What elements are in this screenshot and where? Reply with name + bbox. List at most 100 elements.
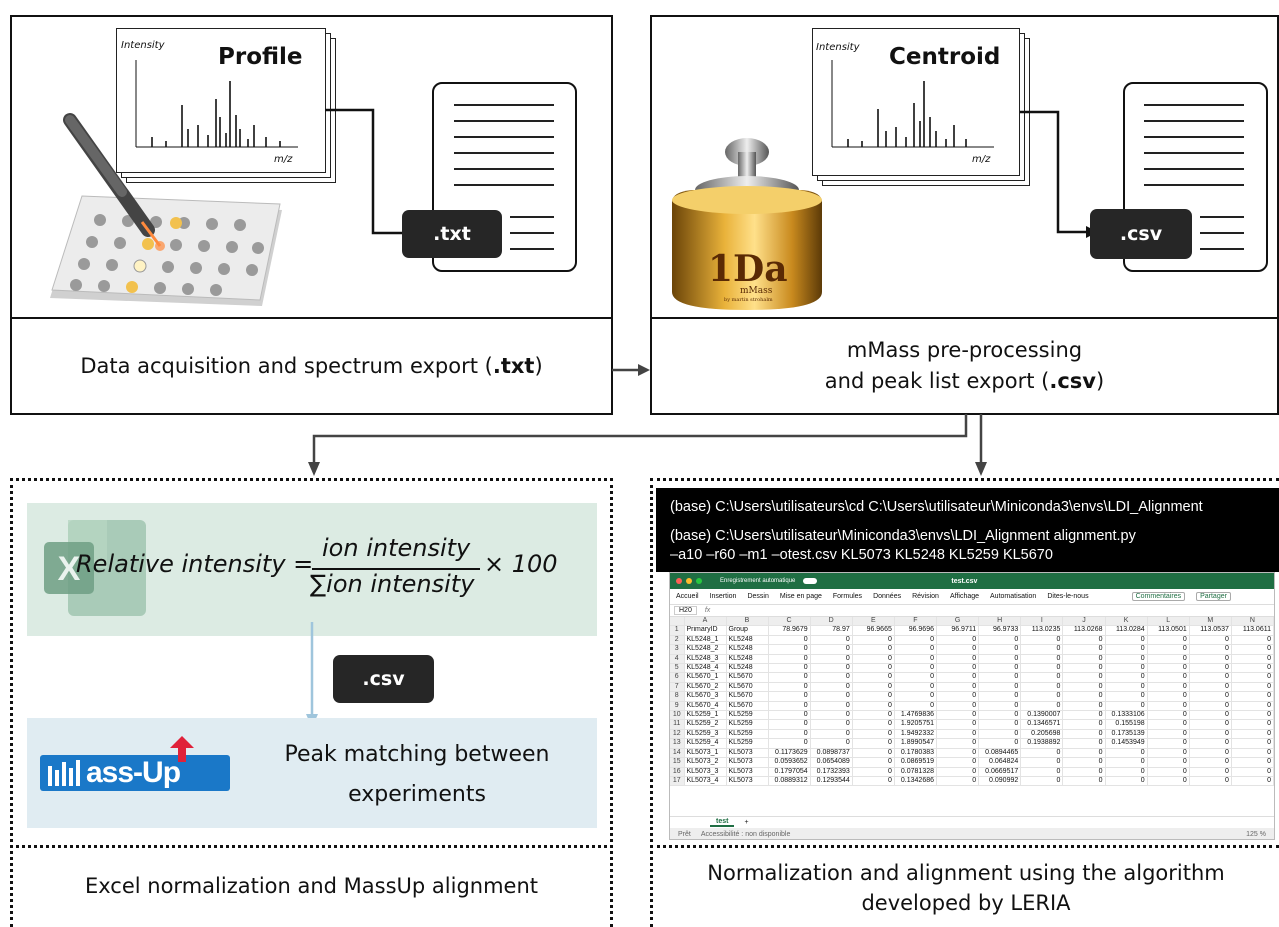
table-cell[interactable]: 0 — [768, 635, 811, 646]
table-cell[interactable]: 0.0898737 — [810, 748, 853, 759]
table-cell[interactable]: 0 — [1231, 663, 1274, 674]
table-cell[interactable]: 0 — [894, 635, 938, 646]
table-cell[interactable]: 0 — [1189, 719, 1232, 730]
row-number[interactable]: 7 — [670, 682, 685, 693]
table-cell[interactable]: 0 — [1105, 757, 1148, 768]
table-cell[interactable]: 1.4769836 — [894, 710, 938, 721]
table-cell[interactable]: 1.9492332 — [894, 729, 938, 740]
table-cell[interactable]: 0 — [936, 644, 980, 655]
column-header[interactable]: L — [1147, 617, 1190, 627]
menu-item[interactable]: Révision — [912, 593, 939, 600]
column-header[interactable]: G — [936, 617, 980, 627]
table-cell[interactable]: 0.1293544 — [810, 776, 853, 787]
table-cell[interactable]: KL5259_2 — [684, 719, 727, 730]
table-cell[interactable]: 0.1173629 — [768, 748, 811, 759]
table-cell[interactable]: KL5670 — [726, 672, 769, 683]
table-cell[interactable]: 0.0894465 — [978, 748, 1022, 759]
row-number[interactable]: 11 — [670, 719, 685, 730]
row-number[interactable]: 9 — [670, 701, 685, 712]
table-cell[interactable]: KL5073 — [726, 757, 769, 768]
table-cell[interactable]: PrimaryID — [684, 625, 727, 636]
table-cell[interactable]: 0 — [936, 757, 980, 768]
table-cell[interactable]: 0 — [936, 682, 980, 693]
table-cell[interactable]: 0 — [936, 738, 980, 749]
menu-item[interactable]: Automatisation — [990, 593, 1037, 600]
table-cell[interactable]: 0 — [978, 719, 1022, 730]
table-cell[interactable]: 0 — [1062, 776, 1106, 787]
table-cell[interactable]: 0 — [1147, 682, 1190, 693]
table-cell[interactable]: 0 — [1231, 710, 1274, 721]
table-cell[interactable]: 0 — [1062, 729, 1106, 740]
column-header[interactable]: C — [768, 617, 811, 627]
table-cell[interactable]: 1.9205751 — [894, 719, 938, 730]
table-cell[interactable]: KL5248 — [726, 635, 769, 646]
table-cell[interactable]: 0.1342686 — [894, 776, 938, 787]
close-dot-icon[interactable] — [676, 578, 682, 584]
table-cell[interactable]: 0 — [810, 672, 853, 683]
table-cell[interactable]: 0 — [1105, 691, 1148, 702]
autosave-toggle[interactable] — [803, 578, 818, 584]
table-cell[interactable]: 0 — [1105, 776, 1148, 787]
table-cell[interactable]: 0 — [1062, 654, 1106, 665]
row-number[interactable]: 14 — [670, 748, 685, 759]
column-header[interactable] — [670, 617, 685, 627]
table-cell[interactable]: 0 — [978, 635, 1022, 646]
table-cell[interactable]: 0.155198 — [1105, 719, 1148, 730]
table-cell[interactable]: 0 — [852, 644, 895, 655]
table-cell[interactable]: 0 — [768, 719, 811, 730]
table-cell[interactable]: 0 — [1062, 757, 1106, 768]
table-cell[interactable]: 96.9665 — [852, 625, 895, 636]
row-number[interactable]: 3 — [670, 644, 685, 655]
table-cell[interactable]: 0 — [852, 710, 895, 721]
row-number[interactable]: 2 — [670, 635, 685, 646]
table-cell[interactable]: 78.97 — [810, 625, 853, 636]
table-cell[interactable]: 0 — [1062, 748, 1106, 759]
table-cell[interactable]: 0 — [1105, 672, 1148, 683]
table-cell[interactable]: 96.9696 — [894, 625, 938, 636]
table-cell[interactable]: 0 — [936, 672, 980, 683]
row-number[interactable]: 12 — [670, 729, 685, 740]
table-cell[interactable]: 0 — [1231, 719, 1274, 730]
table-cell[interactable]: 0 — [936, 710, 980, 721]
table-cell[interactable]: 0 — [1020, 767, 1064, 777]
table-cell[interactable]: 0 — [1231, 691, 1274, 702]
table-cell[interactable]: 0 — [1147, 776, 1190, 787]
table-cell[interactable]: KL5259_3 — [684, 729, 727, 740]
table-cell[interactable]: 0 — [1147, 654, 1190, 665]
table-cell[interactable]: 0.1780383 — [894, 748, 938, 759]
table-cell[interactable]: 0 — [1189, 663, 1232, 674]
table-cell[interactable]: 113.0284 — [1105, 625, 1148, 636]
table-cell[interactable]: 0 — [810, 691, 853, 702]
row-number[interactable]: 13 — [670, 738, 685, 749]
table-cell[interactable]: 0 — [1189, 635, 1232, 646]
table-cell[interactable]: 0 — [1020, 644, 1064, 655]
table-cell[interactable]: 0 — [1147, 635, 1190, 646]
table-cell[interactable]: 78.9679 — [768, 625, 811, 636]
menu-item[interactable]: Affichage — [949, 593, 980, 600]
table-cell[interactable]: 0 — [1105, 701, 1148, 712]
table-cell[interactable]: 0.0593652 — [768, 757, 811, 768]
table-cell[interactable]: 0 — [852, 776, 895, 787]
table-cell[interactable]: 0 — [1062, 691, 1106, 702]
row-number[interactable]: 4 — [670, 654, 685, 665]
table-cell[interactable]: 0.1453949 — [1105, 738, 1148, 749]
table-cell[interactable]: 0.1390007 — [1020, 710, 1064, 721]
table-cell[interactable]: 0 — [852, 748, 895, 759]
table-cell[interactable]: 0 — [768, 654, 811, 665]
table-cell[interactable]: 0 — [768, 672, 811, 683]
menu-item[interactable]: Insertion — [709, 593, 737, 600]
table-cell[interactable]: 0 — [936, 663, 980, 674]
minimize-dot-icon[interactable] — [686, 578, 692, 584]
table-cell[interactable]: 0 — [978, 710, 1022, 721]
table-cell[interactable]: 0 — [852, 663, 895, 674]
table-cell[interactable]: 0 — [1105, 682, 1148, 693]
table-cell[interactable]: 0 — [1062, 710, 1106, 721]
table-cell[interactable]: 0.0654089 — [810, 757, 853, 768]
table-cell[interactable]: 0 — [852, 738, 895, 749]
column-header[interactable]: H — [978, 617, 1022, 627]
table-cell[interactable]: 0 — [1147, 663, 1190, 674]
table-cell[interactable]: 0 — [1020, 748, 1064, 759]
table-cell[interactable]: 0 — [852, 682, 895, 693]
table-cell[interactable]: 0 — [1062, 663, 1106, 674]
table-cell[interactable]: 0 — [1020, 757, 1064, 768]
